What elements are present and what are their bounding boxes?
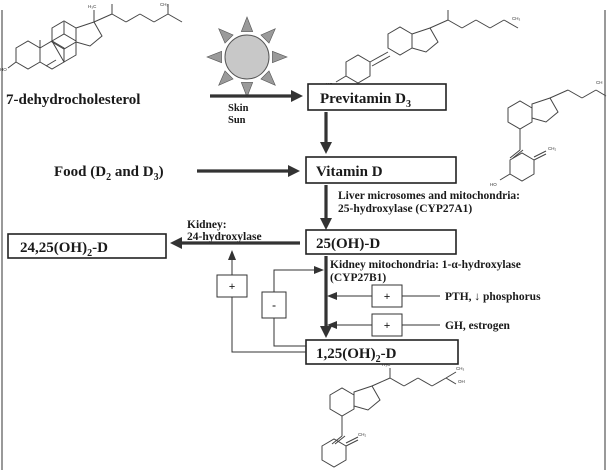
previtamin-d3-box (307, 83, 447, 111)
previtamin-d3-label: Previtamin D3 (320, 91, 411, 110)
food-arrowhead (288, 165, 300, 177)
mol4-ch2-label: CH₂ (358, 432, 366, 437)
kidney-label-2: 24-hydroxylase (187, 231, 262, 243)
previtamin-to-vitamind-arrowhead (320, 142, 332, 154)
sun-ray (218, 28, 234, 44)
125ohd-label: 1,25(OH)2-D (316, 346, 397, 365)
pth-label: PTH, ↓ phosphorus (445, 291, 541, 303)
sun-label: Sun (228, 115, 246, 126)
skin-label: Skin (228, 103, 249, 114)
mol1-ch3-label: CH₃ (160, 2, 168, 7)
sun-icon (206, 16, 288, 98)
liver-enzyme-label-1: Liver microsomes and mitochondria: (338, 190, 520, 202)
previtamin-d3-structure (335, 10, 519, 84)
feedback-plus-sign: + (229, 281, 236, 293)
mol1-h3c-label: H₃C (88, 4, 97, 9)
kidney-label-1: Kidney: (187, 219, 227, 231)
sun-ray (240, 82, 254, 98)
vitamin-d-structure (499, 89, 607, 182)
feedback-minus-arrowhead (314, 266, 324, 274)
food-label: Food (D2 and D3) (54, 164, 164, 183)
vitamind-to-25ohd-arrowhead (320, 218, 332, 230)
mol2-ch3-label: CH₃ (512, 16, 520, 21)
vitamin-d-label: Vitamin D (316, 164, 383, 180)
kidney-mito-label-2: (CYP27B1) (330, 272, 386, 284)
25ohd-to-125-arrowhead (320, 326, 332, 338)
pth-arrowhead (327, 292, 337, 300)
dehydrocholesterol-label: 7-dehydrocholesterol (6, 92, 140, 108)
sun-ray (218, 70, 234, 86)
mol1-ho-label: HO (0, 67, 7, 72)
gh-plus-box (371, 313, 403, 337)
mol3-ch-label: CH (596, 80, 603, 85)
2425ohd-label: 24,25(OH)2-D (20, 240, 108, 259)
feedback-minus-box (261, 291, 287, 319)
feedback-plus-box (216, 274, 248, 298)
mol3-ch2-label: CH₂ (548, 146, 556, 151)
sun-ray (206, 50, 222, 64)
pth-plus-box (371, 284, 403, 308)
vitamin-d-box (305, 156, 457, 184)
25ohd-label: 25(OH)-D (316, 236, 380, 252)
25ohd-box (305, 229, 457, 255)
gh-plus-sign: + (384, 320, 391, 332)
mol4-ch3-label: CH₃ (456, 366, 464, 371)
gh-label: GH, estrogen (445, 320, 511, 332)
dehydrocholesterol-structure (7, 4, 183, 70)
sun-ray (260, 70, 276, 86)
sun-ray (240, 16, 254, 32)
sun-ray (260, 28, 276, 44)
sun-ray (272, 50, 288, 64)
kidney-mito-label-1: Kidney mitochondria: 1-α-hydroxylase (330, 259, 521, 271)
feedback-minus-sign: - (272, 300, 276, 312)
liver-enzyme-label-2: 25-hydroxylase (CYP27A1) (338, 203, 472, 215)
feedback-plus-arrowhead (228, 250, 236, 260)
skin-sun-arrowhead (291, 90, 303, 102)
mol3-ho-label: HO (490, 182, 497, 187)
calcitriol-structure (321, 368, 457, 468)
pth-plus-sign: + (384, 291, 391, 303)
2425ohd-box (7, 233, 167, 259)
gh-arrowhead (327, 321, 337, 329)
mol4-oh-label: OH (458, 379, 465, 384)
25ohd-to-2425-arrowhead (170, 237, 182, 249)
